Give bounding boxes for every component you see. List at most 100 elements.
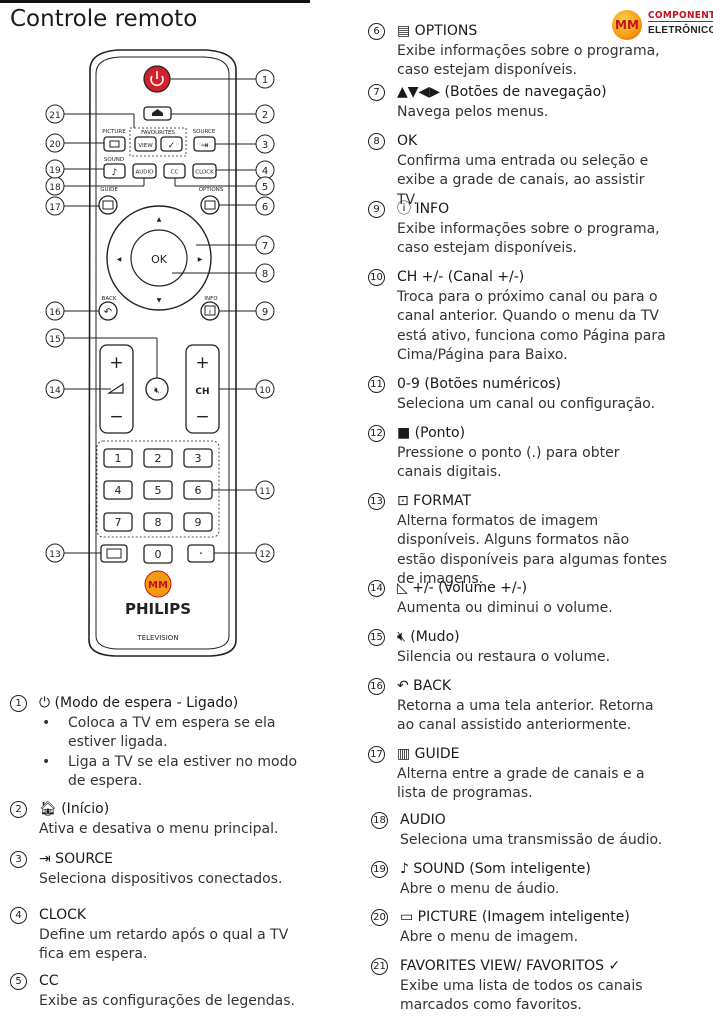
item-number: 15	[368, 629, 385, 646]
item-heading: ⇥ SOURCE	[39, 851, 113, 867]
guide-label: GUIDE	[100, 187, 118, 193]
item-description: Exibe as configurações de legendas.	[39, 992, 295, 1009]
svg-text:9: 9	[195, 516, 202, 529]
item-3: 3 ⇥ SOURCE Seleciona dispositivos conect…	[10, 850, 310, 889]
favourites-label: FAVOURITES	[141, 130, 175, 136]
svg-text:4: 4	[262, 166, 268, 177]
svg-text:2: 2	[155, 452, 162, 465]
sound-label: SOUND	[104, 157, 124, 163]
item-number: 18	[371, 812, 388, 829]
item-bullets: Coloca a TV em espera se ela estiver lig…	[10, 714, 310, 792]
item-number: 11	[368, 376, 385, 393]
item-number: 13	[368, 493, 385, 510]
item-number: 19	[371, 861, 388, 878]
svg-text:14: 14	[49, 386, 61, 396]
item-description: Seleciona um canal ou configuração.	[397, 395, 656, 412]
bullet: Liga a TV se ela estiver no modo de espe…	[39, 753, 310, 792]
options-button	[200, 195, 220, 215]
svg-text:✓: ✓	[168, 141, 176, 151]
svg-text:CLOCK: CLOCK	[195, 170, 214, 176]
remote-body	[88, 49, 237, 657]
item-number: 3	[10, 851, 27, 868]
item-19: 19 ♪ SOUND (Som inteligente) Abre o menu…	[371, 860, 671, 899]
ok-button	[130, 229, 188, 287]
item-number: 21	[371, 958, 388, 975]
item-description: Confirma uma entrada ou seleção e exibe …	[397, 152, 649, 208]
source-label: SOURCE	[193, 129, 216, 135]
svg-text:21: 21	[49, 111, 60, 121]
svg-text:19: 19	[49, 166, 61, 176]
item-number: 17	[368, 746, 385, 763]
clock-button	[192, 163, 217, 179]
item-number: 2	[10, 801, 27, 818]
item-number: 10	[368, 269, 385, 286]
svg-text:13: 13	[49, 550, 60, 560]
title-rule	[0, 0, 310, 3]
item-21: 21 FAVORITES VIEW/ FAVORITOS ✓ Exibe uma…	[371, 957, 671, 1016]
item-heading: ⏻ (Modo de espera - Ligado)	[39, 695, 239, 711]
svg-text:+: +	[195, 353, 209, 373]
item-18: 18 AUDIO Seleciona uma transmissão de áu…	[371, 811, 671, 850]
item-number: 6	[368, 23, 385, 40]
item-description: Exibe uma lista de todos os canais marca…	[400, 977, 643, 1014]
svg-text:AUDIO: AUDIO	[136, 170, 155, 176]
item-heading: OK	[397, 133, 418, 149]
item-number: 12	[368, 425, 385, 442]
item-heading: ▥ GUIDE	[397, 746, 460, 762]
note-icon: ♪	[112, 168, 118, 178]
numeric-keys: 1 2 3 4 5 6 7 8 9	[103, 448, 213, 532]
svg-text:2: 2	[262, 110, 268, 121]
svg-text:4: 4	[115, 484, 122, 497]
svg-text:VIEW: VIEW	[138, 143, 153, 149]
item-1: 1 ⏻ (Modo de espera - Ligado) Coloca a T…	[10, 694, 310, 792]
svg-text:17: 17	[49, 203, 60, 213]
svg-text:−: −	[109, 407, 123, 427]
svg-text:20: 20	[49, 140, 61, 150]
svg-text:3: 3	[262, 140, 268, 151]
svg-text:−: −	[195, 407, 209, 427]
svg-text:3: 3	[195, 452, 202, 465]
item-description: Navega pelos menus.	[397, 103, 549, 120]
svg-text:CC: CC	[171, 170, 179, 176]
home-icon	[152, 109, 163, 116]
source-icon: ⇥	[201, 141, 209, 151]
arrow-right-icon: ▶	[198, 256, 203, 263]
item-description: Ativa e desativa o menu principal.	[39, 820, 279, 837]
svg-text:1: 1	[262, 75, 268, 86]
item-description: Exibe informações sobre o programa, caso…	[397, 220, 660, 257]
svg-text:·: ·	[199, 547, 203, 562]
arrow-left-icon: ◀	[117, 256, 122, 263]
item-number: 4	[10, 907, 27, 924]
svg-text:8: 8	[155, 516, 162, 529]
item-17: 17 ▥ GUIDE Alterna entre a grade de cana…	[368, 745, 668, 804]
item-description: Seleciona dispositivos conectados.	[39, 870, 283, 887]
item-10: 10 CH +/- (Canal +/-) Troca para o próxi…	[368, 268, 668, 366]
item-heading: ▤ OPTIONS	[397, 23, 478, 39]
check-button	[160, 136, 183, 152]
brand-name: PHILIPS	[125, 600, 191, 618]
logo-line-1: COMPONENTES	[648, 10, 713, 22]
item-heading: FAVORITES VIEW/ FAVORITOS ✓	[400, 958, 621, 974]
brand-logo: MM COMPONENTES ELETRÔNICOS	[612, 8, 713, 44]
back-label: BACK	[102, 296, 117, 302]
svg-text:+: +	[109, 353, 123, 373]
item-20: 20 ▭ PICTURE (Imagem inteligente) Abre o…	[371, 908, 691, 947]
item-heading: ◺ +/- (Volume +/-)	[397, 580, 528, 596]
item-heading: ⓘ INFO	[397, 201, 450, 217]
item-heading: ⊡ FORMAT	[397, 493, 472, 509]
item-number: 1	[10, 695, 27, 712]
logo-badge: MM	[612, 10, 642, 40]
svg-text:6: 6	[262, 202, 268, 213]
guide-button	[98, 195, 118, 215]
remote-badge	[144, 570, 172, 598]
item-heading: ♪ SOUND (Som inteligente)	[400, 861, 591, 877]
item-number: 16	[368, 678, 385, 695]
svg-text:11: 11	[259, 487, 270, 497]
item-number: 7	[368, 84, 385, 101]
item-number: 20	[371, 909, 388, 926]
mute-icon: 🔇︎	[154, 386, 160, 396]
format-button	[100, 544, 128, 563]
item-heading: 0-9 (Botões numéricos)	[397, 376, 562, 392]
item-12: 12 ■ (Ponto) Pressione o ponto (.) para …	[368, 424, 668, 483]
item-number: 5	[10, 973, 27, 990]
